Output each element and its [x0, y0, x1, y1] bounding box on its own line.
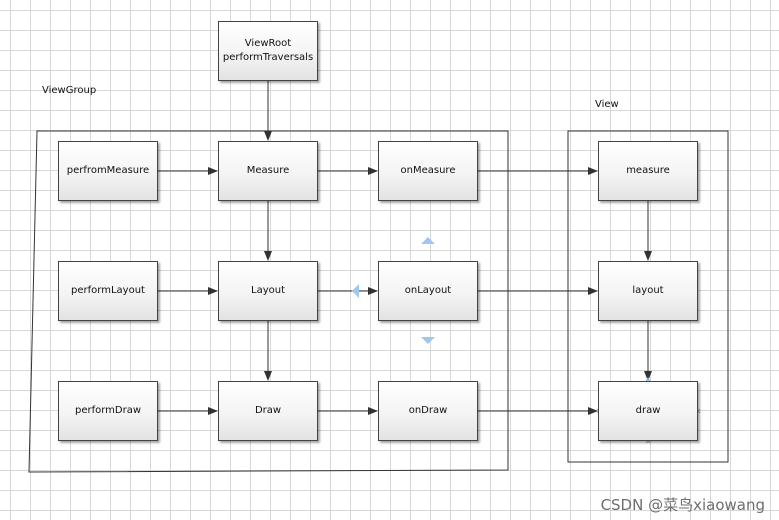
- node-performlayout[interactable]: performLayout: [58, 261, 158, 321]
- viewgroup-label: ViewGroup: [42, 85, 97, 96]
- node-onmeasure[interactable]: onMeasure: [378, 141, 478, 201]
- node-view-draw-label: draw: [635, 405, 661, 416]
- node-viewroot-line1: ViewRoot: [244, 38, 292, 49]
- node-draw-label: Draw: [254, 405, 282, 416]
- csdn-watermark: CSDN @菜鸟xiaowang: [600, 496, 765, 514]
- node-onlayout-label: onLayout: [404, 285, 452, 296]
- node-layout[interactable]: Layout: [218, 261, 318, 321]
- node-layout-label: Layout: [251, 285, 285, 296]
- connection-handle-left[interactable]: [352, 284, 359, 298]
- node-onmeasure-label: onMeasure: [400, 165, 456, 176]
- node-view-measure-label: measure: [626, 165, 670, 176]
- node-performlayout-label: performLayout: [71, 285, 145, 296]
- connection-handle-down[interactable]: [421, 337, 435, 344]
- node-view-draw[interactable]: draw: [598, 381, 698, 441]
- node-viewroot-performtraversals[interactable]: ViewRoot performTraversals: [218, 21, 318, 81]
- node-viewroot-line2: performTraversals: [222, 52, 314, 63]
- node-measure[interactable]: Measure: [218, 141, 318, 201]
- node-ondraw-label: onDraw: [408, 405, 448, 416]
- node-view-measure[interactable]: measure: [598, 141, 698, 201]
- node-measure-label: Measure: [246, 165, 290, 176]
- view-container: [567, 130, 729, 463]
- node-perfrommeasure-label: perfromMeasure: [66, 165, 150, 176]
- viewgroup-container: [28, 130, 509, 473]
- node-onlayout[interactable]: onLayout: [378, 261, 478, 321]
- connection-handle-up[interactable]: [421, 237, 435, 244]
- node-performdraw-label: performDraw: [74, 405, 142, 416]
- node-performdraw[interactable]: performDraw: [58, 381, 158, 441]
- node-view-layout-label: layout: [632, 285, 664, 296]
- view-label: View: [595, 99, 619, 110]
- node-draw[interactable]: Draw: [218, 381, 318, 441]
- node-perfrommeasure[interactable]: perfromMeasure: [58, 141, 158, 201]
- node-view-layout[interactable]: layout: [598, 261, 698, 321]
- node-ondraw[interactable]: onDraw: [378, 381, 478, 441]
